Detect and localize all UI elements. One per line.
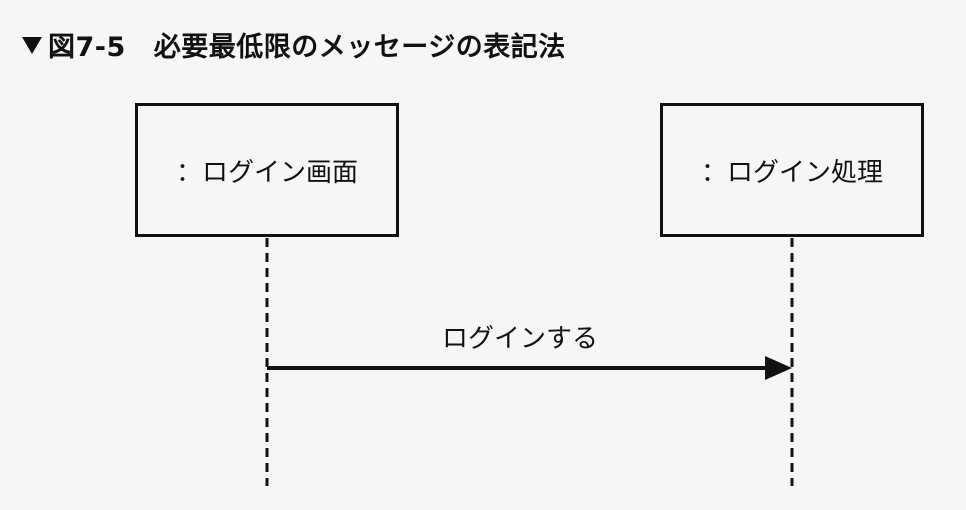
lifeline-box-login-process: ：ログイン処理: [660, 103, 924, 237]
lifeline-label-login-screen: ：ログイン画面: [175, 157, 358, 188]
triangle-marker-icon: [22, 36, 42, 54]
figure-caption: 必要最低限のメッセージの表記法: [153, 31, 566, 63]
lifeline-label-login-process: ：ログイン処理: [700, 157, 883, 188]
figure-number: 図7-5: [48, 31, 126, 63]
message-arrowhead-icon: [765, 356, 792, 380]
figure-title: 図7-5 必要最低限のメッセージの表記法: [22, 24, 566, 64]
message-label-login: ログインする: [441, 324, 598, 354]
lifeline-box-login-screen: ：ログイン画面: [135, 103, 399, 237]
